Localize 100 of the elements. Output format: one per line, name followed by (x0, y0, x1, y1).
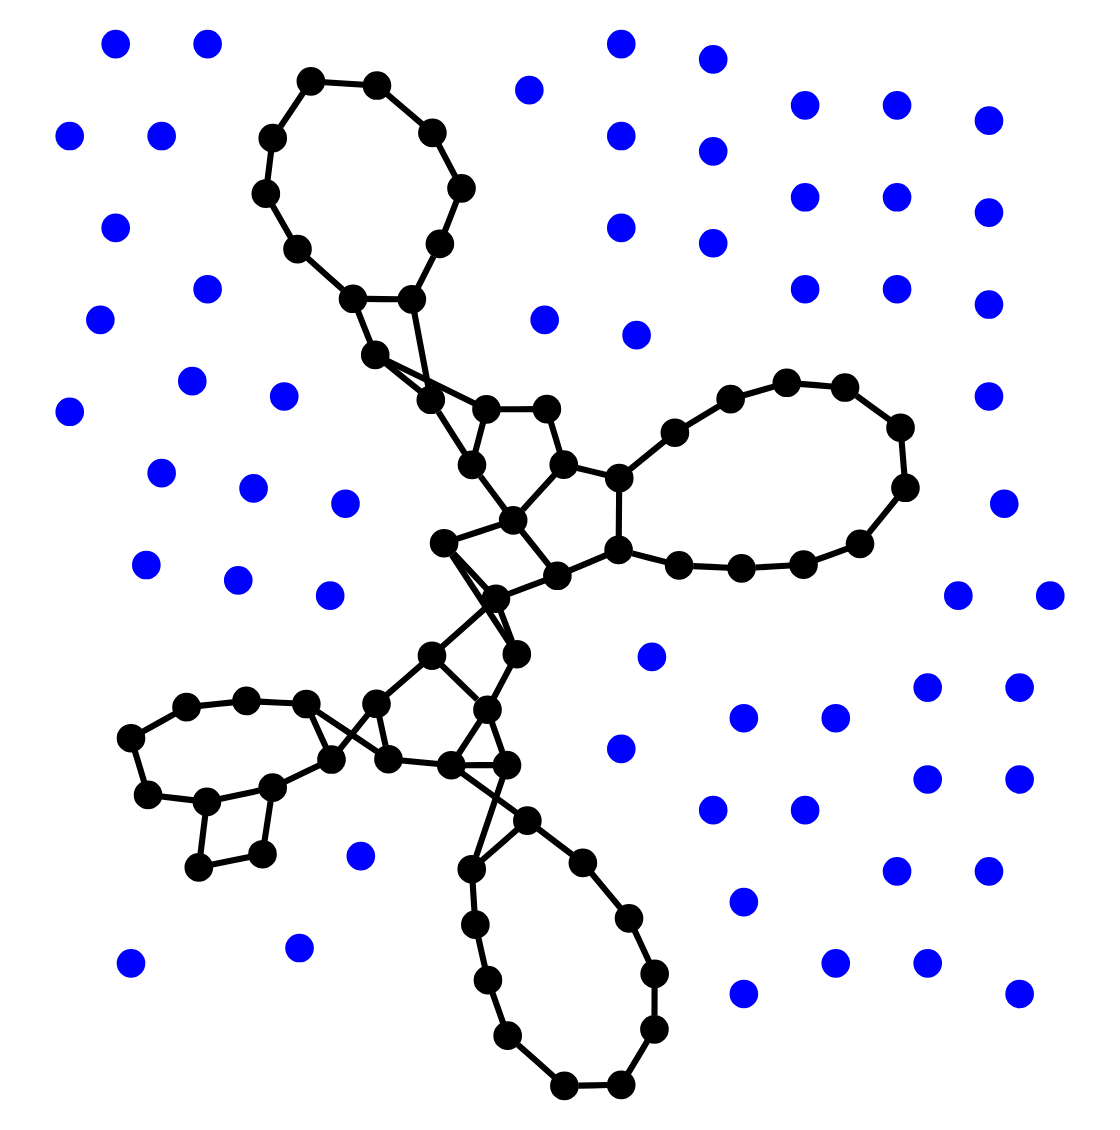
connector (490, 664, 514, 701)
connector (536, 826, 575, 858)
node-circle (1005, 765, 1034, 794)
node-circle (285, 933, 314, 963)
node-circle (493, 1021, 522, 1051)
connector (282, 762, 321, 785)
connector (568, 552, 608, 574)
connector (261, 800, 274, 842)
connector (355, 310, 374, 345)
node-circle (86, 305, 115, 335)
node-circle (461, 910, 490, 940)
node-circle (821, 703, 851, 733)
node-circle (223, 566, 253, 595)
node-circle (331, 489, 360, 519)
node-circle (830, 373, 860, 402)
node-circle (698, 45, 728, 74)
connector (439, 662, 480, 702)
node-circle (974, 382, 1004, 411)
node-circle (116, 949, 146, 978)
node-circle (269, 382, 299, 411)
connector (385, 357, 476, 407)
node-circle (101, 29, 130, 59)
node-circle (436, 750, 466, 780)
node-circle (913, 949, 943, 978)
node-circle (1005, 979, 1034, 1009)
connector (259, 698, 293, 707)
node-circle (974, 198, 1004, 227)
connector (198, 699, 234, 709)
connector (439, 605, 488, 650)
node-circle (193, 274, 222, 304)
connector (415, 255, 437, 289)
node-circle (362, 689, 391, 719)
node-circle (543, 561, 572, 591)
node-circle (251, 179, 281, 209)
connector (631, 928, 652, 963)
connector (489, 991, 507, 1025)
node-circle (698, 228, 728, 258)
node-circle (729, 703, 759, 733)
node-circle (502, 639, 532, 669)
connector (472, 421, 487, 454)
node-circle (606, 1070, 636, 1100)
node-circle (416, 385, 446, 415)
connector (615, 490, 623, 537)
node-circle (55, 121, 85, 151)
connector (469, 882, 478, 912)
node-circle (346, 841, 376, 871)
connector (385, 92, 425, 127)
node-circle (374, 744, 403, 774)
node-circle (296, 67, 326, 96)
node-circle (821, 949, 851, 978)
node-circle (664, 551, 694, 580)
connector (500, 406, 535, 413)
node-circle (729, 887, 759, 917)
connector (460, 770, 519, 816)
node-circle (604, 535, 633, 565)
node-circle (790, 795, 820, 825)
connector (384, 662, 424, 698)
node-circle (974, 106, 1004, 135)
node-circle (258, 123, 288, 153)
node-circle (882, 91, 912, 120)
connector (693, 563, 729, 571)
connector (197, 814, 209, 855)
node-circle (55, 397, 85, 427)
node-circle (147, 121, 176, 151)
node-circle (727, 554, 756, 583)
node-circle (891, 473, 920, 503)
node-circle (990, 489, 1019, 519)
node-circle (515, 75, 544, 105)
node-circle (614, 904, 644, 933)
node-circle (498, 505, 528, 535)
connector (547, 420, 563, 453)
node-circle (472, 394, 501, 424)
connector (316, 709, 380, 755)
node-circle (315, 581, 345, 610)
node-circle (283, 234, 312, 264)
connector (898, 441, 908, 476)
node-circle (101, 213, 130, 243)
connector (497, 609, 515, 643)
node-circle (473, 695, 502, 725)
node-circle (604, 463, 634, 493)
connector (475, 937, 489, 968)
node-circle (147, 458, 176, 488)
connector (631, 550, 668, 566)
node-circle (882, 182, 912, 212)
connector (755, 562, 791, 571)
node-circle (845, 529, 875, 559)
node-circle (232, 686, 261, 716)
connector (588, 870, 623, 910)
node-circle (913, 765, 943, 794)
connector (305, 255, 345, 292)
connector (625, 1038, 651, 1075)
connector (411, 311, 432, 389)
node-circle (790, 274, 820, 304)
connector (210, 853, 251, 868)
connector (278, 90, 307, 129)
node-circle (258, 773, 287, 802)
node-circle (192, 787, 222, 817)
connector (218, 787, 260, 803)
node-circle (606, 121, 636, 151)
node-circle (716, 384, 745, 414)
